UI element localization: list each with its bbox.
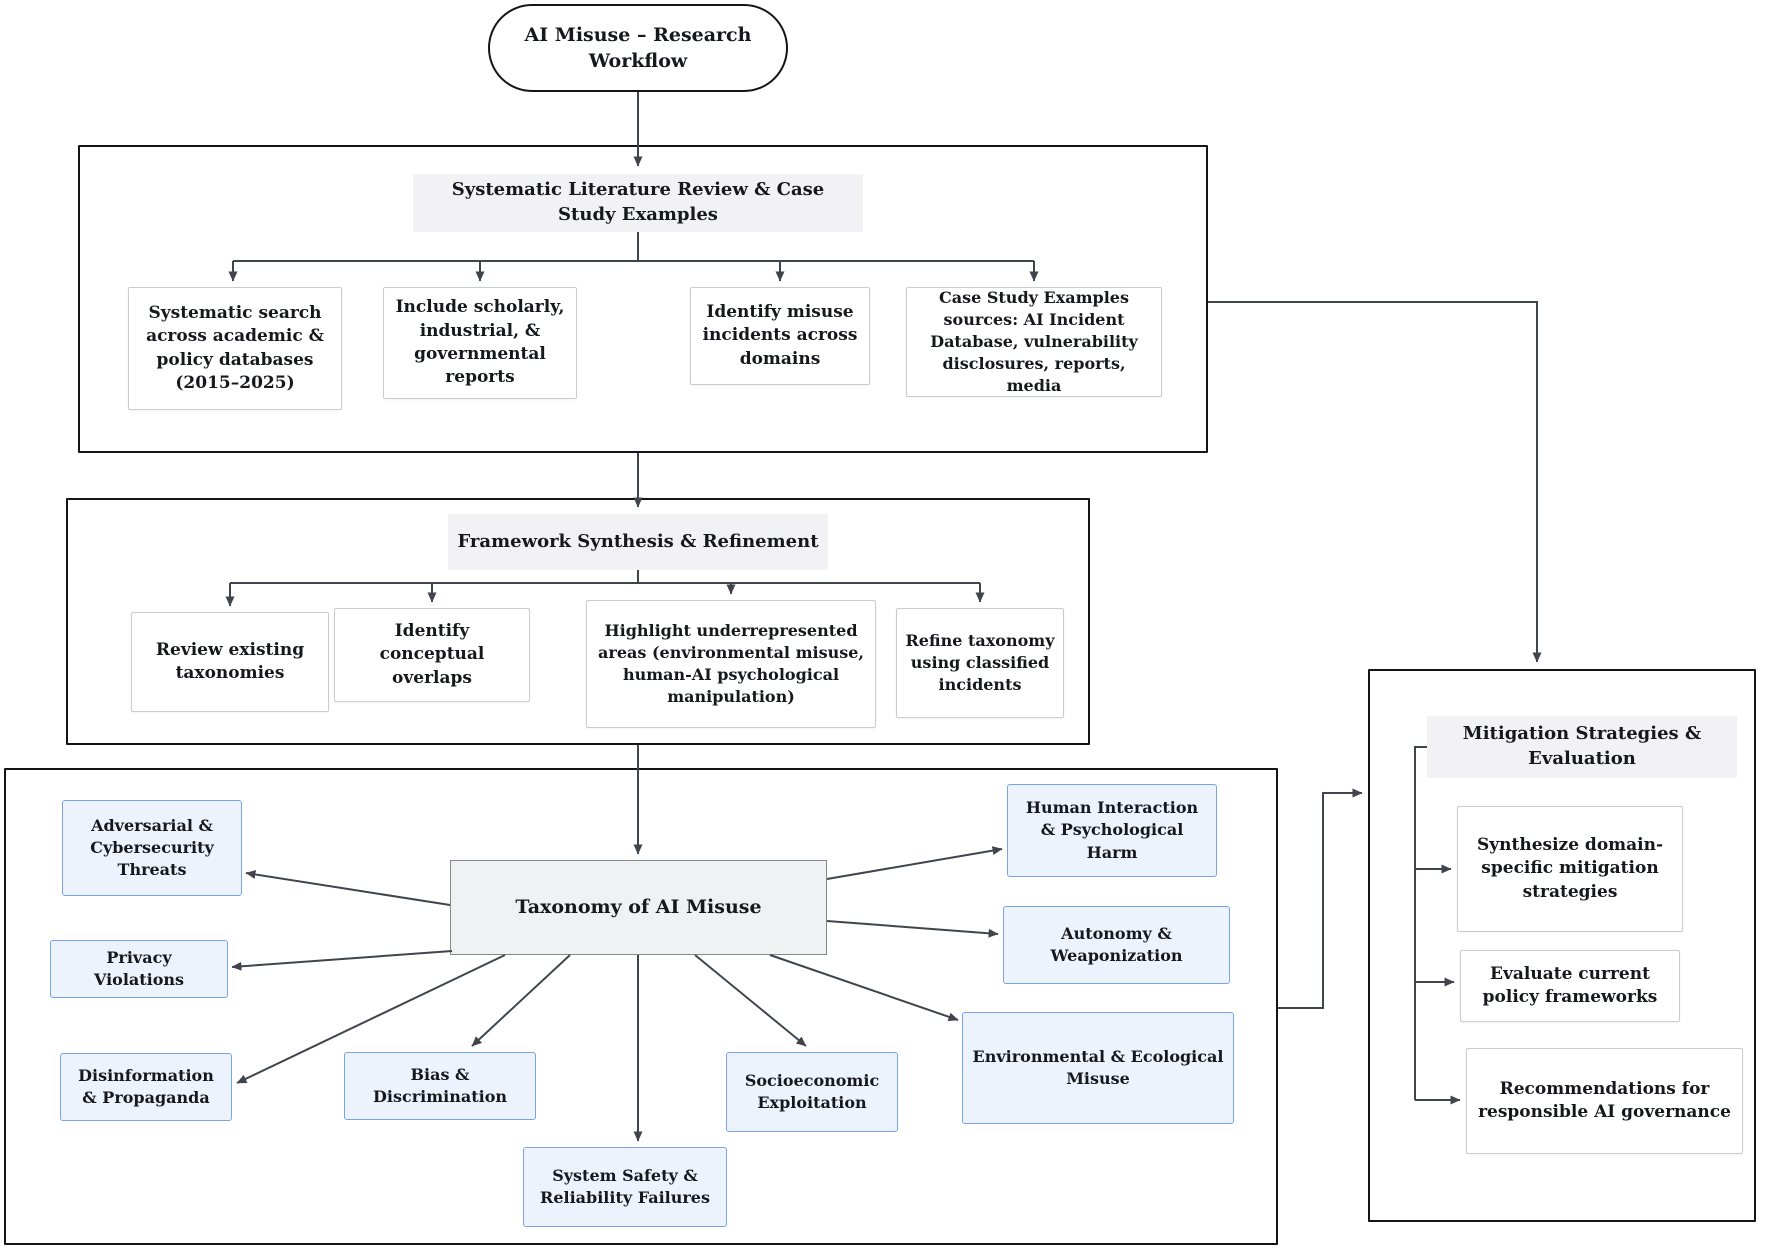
category-environmental-misuse: Environmental & Ecological Misuse — [962, 1012, 1234, 1124]
category-adversarial-cybersecurity: Adversarial & Cybersecurity Threats — [62, 800, 242, 896]
mitigation-section-title: Mitigation Strategies & Evaluation — [1427, 716, 1737, 778]
arrow-taxonomy-to-mitigation — [1278, 788, 1363, 1009]
framework-section-title: Framework Synthesis & Refinement — [448, 514, 828, 570]
literature-child-systematic-search: Systematic search across academic & poli… — [128, 287, 342, 410]
taxonomy-center-node: Taxonomy of AI Misuse — [450, 860, 827, 955]
framework-child-refine-taxonomy: Refine taxonomy using classified inciden… — [896, 608, 1064, 718]
category-bias-discrimination: Bias & Discrimination — [344, 1052, 536, 1120]
literature-child-case-study-sources: Case Study Examples sources: AI Incident… — [906, 287, 1162, 397]
framework-child-underrepresented-areas: Highlight underrepresented areas (enviro… — [586, 600, 876, 728]
mitigation-child-recommendations: Recommendations for responsible AI gover… — [1466, 1048, 1743, 1154]
framework-child-conceptual-overlaps: Identify conceptual overlaps — [334, 608, 530, 702]
category-system-safety: System Safety & Reliability Failures — [523, 1147, 727, 1227]
mitigation-child-evaluate-policy: Evaluate current policy frameworks — [1460, 950, 1680, 1022]
category-human-interaction-harm: Human Interaction & Psychological Harm — [1007, 784, 1217, 877]
mitigation-child-synthesize-strategies: Synthesize domain-specific mitigation st… — [1457, 806, 1683, 932]
category-autonomy-weaponization: Autonomy & Weaponization — [1003, 906, 1230, 984]
category-disinformation-propaganda: Disinformation & Propaganda — [60, 1053, 232, 1121]
category-socioeconomic-exploitation: Socioeconomic Exploitation — [726, 1052, 898, 1132]
arrow-literature-to-mitigation — [1208, 301, 1542, 663]
framework-child-review-taxonomies: Review existing taxonomies — [131, 612, 329, 712]
literature-section-title: Systematic Literature Review & Case Stud… — [413, 174, 863, 232]
literature-child-identify-incidents: Identify misuse incidents across domains — [690, 287, 870, 385]
root-node: AI Misuse – Research Workflow — [488, 4, 788, 92]
root-node-label: AI Misuse – Research Workflow — [524, 23, 752, 72]
category-privacy-violations: Privacy Violations — [50, 940, 228, 998]
literature-child-include-reports: Include scholarly, industrial, & governm… — [383, 287, 577, 399]
